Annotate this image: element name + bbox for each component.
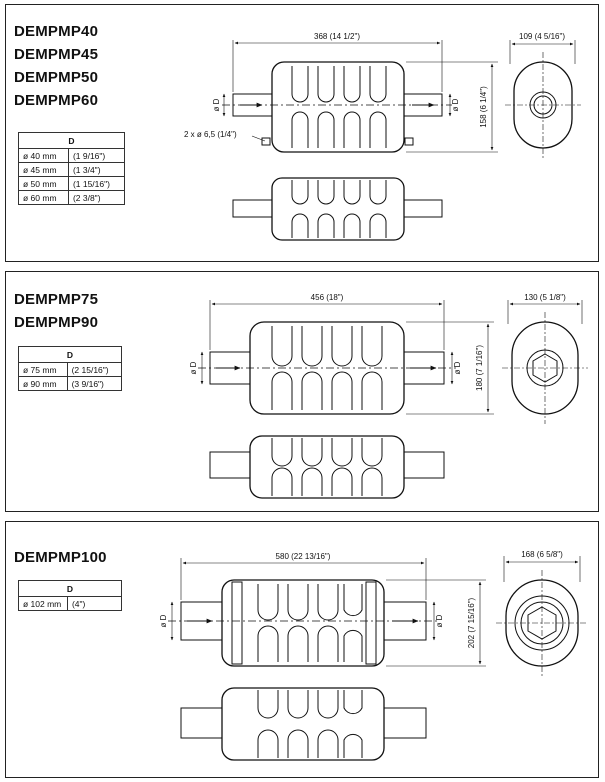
front-view-3: [168, 579, 440, 667]
side-view-2: [502, 312, 588, 424]
top-view-1: [232, 177, 443, 241]
model-list-2: DEMPMP75 DEMPMP90: [14, 288, 98, 334]
height-dimension: 158 (6 1/4"): [479, 86, 488, 128]
model-name: DEMPMP50: [14, 69, 99, 86]
length-dimension: 456 (18"): [311, 293, 344, 302]
top-view-2: [209, 435, 445, 499]
dimension-lines-2: [200, 300, 583, 415]
diameter-label-right: ø D: [453, 361, 462, 374]
table-row: ø 60 mm(2 3/8"): [18, 190, 126, 205]
diameter-table-2: D ø 75 mm(2 15/16") ø 90 mm(3 9/16"): [18, 346, 123, 391]
model-name: DEMPMP60: [14, 92, 99, 109]
height-dimension: 180 (7 1/16"): [475, 345, 484, 391]
width-dimension: 109 (4 5/16"): [519, 32, 565, 41]
table-row: ø 102 mm(4"): [18, 596, 123, 611]
dimension-lines-1: [222, 40, 576, 153]
diameter-label-right: ø D: [451, 98, 460, 111]
model-list-3: DEMPMP100: [14, 546, 107, 569]
height-dimension: 202 (7 15/16"): [467, 597, 476, 648]
holes-dimension: 2 x ø 6,5 (1/4"): [184, 130, 237, 139]
model-name: DEMPMP45: [14, 46, 99, 63]
diameter-label-left: ø D: [189, 361, 198, 374]
diameter-label-right: ø D: [435, 614, 444, 627]
model-list-1: DEMPMP40 DEMPMP45 DEMPMP50 DEMPMP60: [14, 20, 98, 112]
length-dimension: 580 (22 13/16"): [276, 552, 331, 561]
width-dimension: 130 (5 1/8"): [524, 293, 566, 302]
width-dimension: 168 (6 5/8"): [521, 550, 563, 559]
model-name: DEMPMP75: [14, 291, 99, 308]
model-name: DEMPMP100: [14, 549, 107, 566]
length-dimension: 368 (14 1/2"): [314, 32, 360, 41]
table-row: ø 40 mm(1 9/16"): [18, 148, 126, 163]
diameter-table-1: D ø 40 mm(1 9/16") ø 45 mm(1 3/4") ø 50 …: [18, 132, 126, 205]
dimension-lines-3: [170, 556, 581, 667]
model-name: DEMPMP40: [14, 23, 99, 40]
model-name: DEMPMP90: [14, 314, 99, 331]
side-view-1: [505, 52, 581, 158]
diameter-label-left: ø D: [159, 614, 168, 627]
diameter-label-left: ø D: [212, 98, 221, 111]
front-view-1: [222, 61, 452, 153]
table-row: ø 90 mm(3 9/16"): [18, 376, 123, 391]
diameter-table-3: D ø 102 mm(4"): [18, 580, 123, 611]
side-view-3: [496, 570, 588, 676]
table-row: ø 50 mm(1 15/16"): [18, 176, 126, 191]
front-view-2: [198, 321, 456, 415]
top-view-3: [180, 687, 427, 761]
